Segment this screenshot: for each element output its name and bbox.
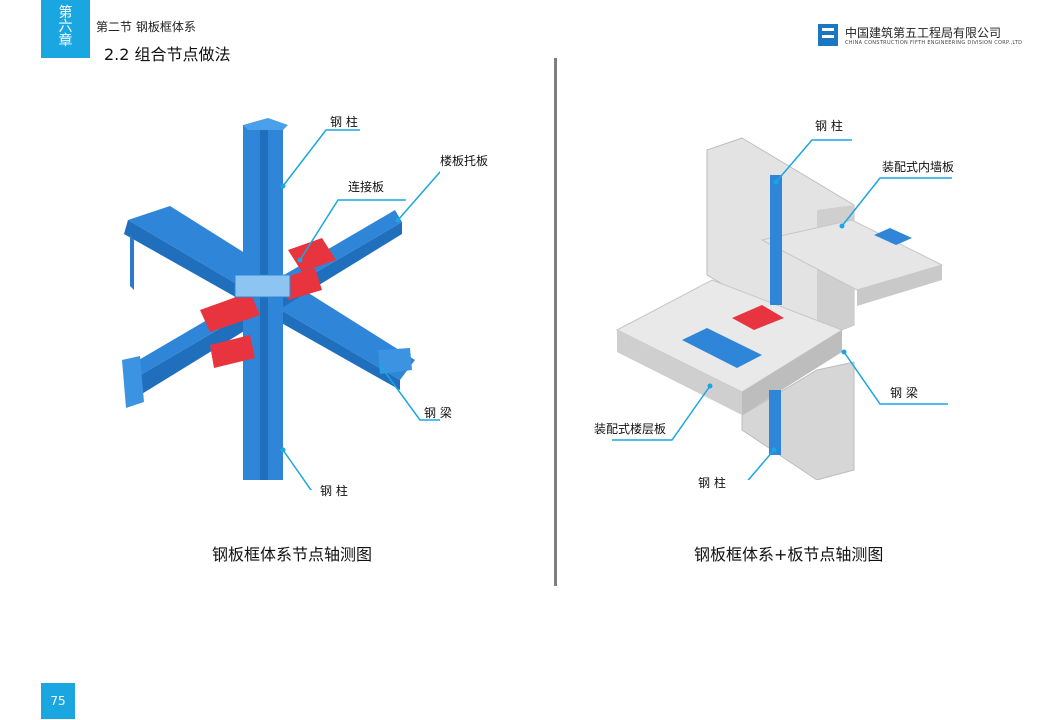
chapter-char: 六 (58, 19, 73, 35)
chapter-tab: 第 六 章 (41, 0, 90, 58)
subsection-title: 2.2 组合节点做法 (104, 45, 231, 64)
label-steel-column-bottom: 钢 柱 (698, 476, 726, 490)
chapter-char: 第 (58, 5, 73, 21)
slab-joint-figure (612, 137, 952, 480)
company-name-cn: 中国建筑第五工程局有限公司 (845, 26, 1002, 40)
label-floor-bracket: 楼板托板 (440, 154, 489, 168)
prefab-wall (741, 361, 855, 480)
label-prefab-floor: 装配式楼层板 (594, 422, 667, 436)
steel-beam (682, 328, 762, 368)
connector-plate (200, 292, 260, 332)
section-title: 第二节 钢板框体系 (96, 20, 196, 34)
left-figure-caption: 钢板框体系节点轴测图 (212, 545, 373, 564)
label-steel-beam: 钢 梁 (424, 406, 452, 420)
steel-beam (874, 228, 912, 245)
connector-plate (288, 238, 336, 272)
company-logo-icon (818, 24, 838, 46)
connector-plate (282, 268, 322, 300)
vertical-divider (554, 58, 557, 586)
connector-plate (234, 274, 291, 298)
steel-column (769, 390, 781, 455)
label-connector-plate: 连接板 (348, 180, 385, 194)
label-prefab-wall: 装配式内墙板 (882, 160, 955, 174)
connector-plate (210, 335, 255, 368)
chapter-char: 章 (58, 33, 73, 49)
right-figure-caption: 钢板框体系+板节点轴测图 (694, 545, 884, 564)
steel-column (770, 175, 782, 305)
company-name-en: CHINA CONSTRUCTION FIFTH ENGINEERING DIV… (845, 40, 1023, 46)
label-steel-column-top: 钢 柱 (330, 115, 358, 129)
label-steel-column-bottom: 钢 柱 (320, 484, 348, 498)
connector-plate (732, 305, 784, 330)
label-steel-column-top: 钢 柱 (815, 119, 843, 133)
steel-joint-figure (122, 118, 440, 490)
label-steel-beam: 钢 梁 (890, 386, 918, 400)
page-number: 75 (41, 683, 75, 719)
